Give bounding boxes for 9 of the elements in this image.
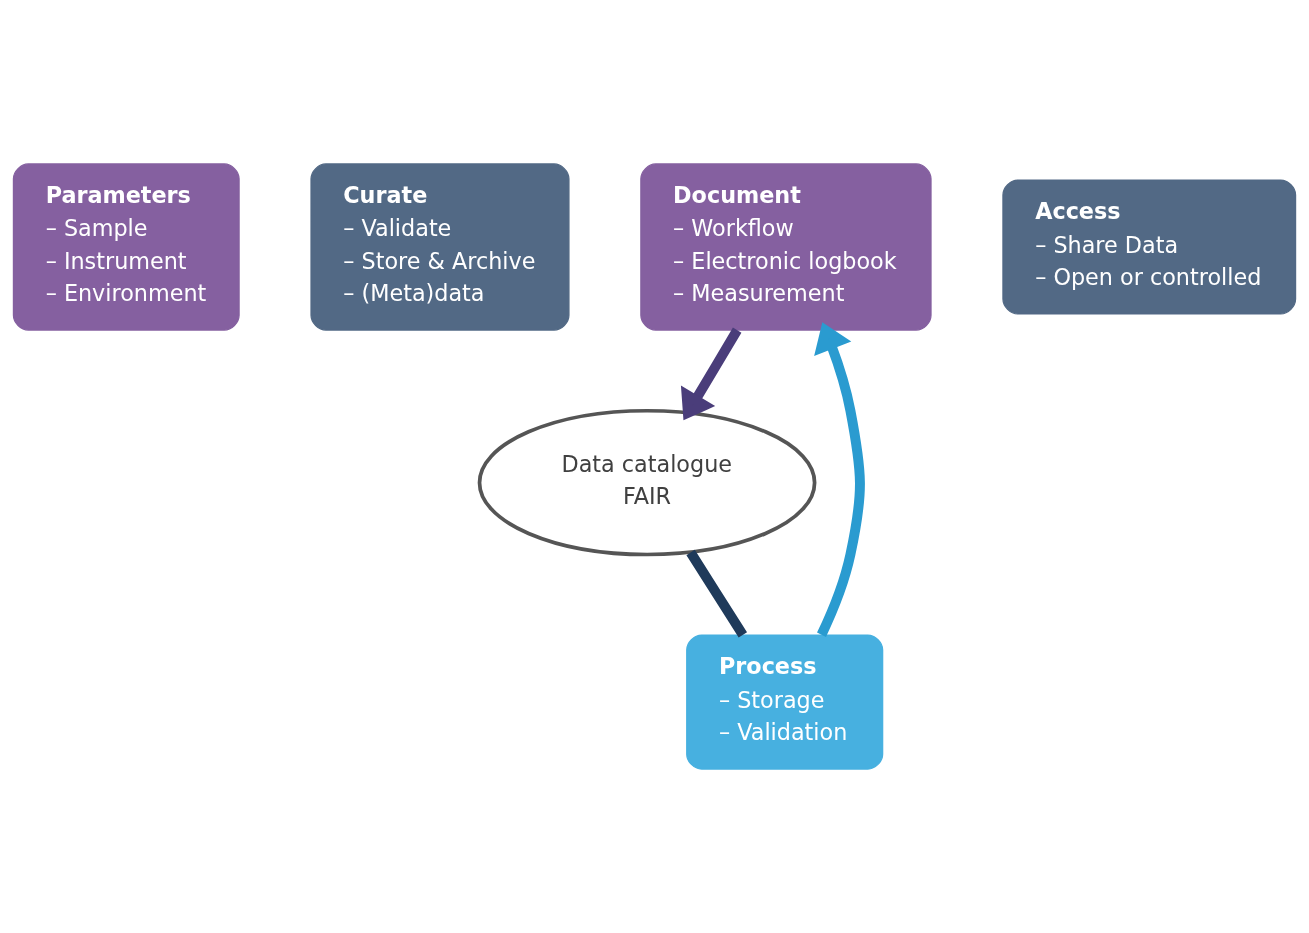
node-ellipse: Data catalogue FAIR bbox=[477, 408, 817, 557]
node-box: Process – Storage – Validation bbox=[686, 634, 884, 770]
node-box: Parameters – Sample – Instrument – Environment bbox=[12, 163, 240, 331]
node-box: Document – Workflow – Electronic logbook – Measurement bbox=[640, 163, 932, 331]
node-box: Curate – Validate – Store & Archive – (Meta)data bbox=[310, 163, 570, 331]
arrow bbox=[814, 322, 865, 637]
arrow bbox=[680, 327, 742, 421]
connector bbox=[686, 549, 748, 638]
node-box: Access – Share Data – Open or controlled bbox=[1002, 179, 1297, 315]
